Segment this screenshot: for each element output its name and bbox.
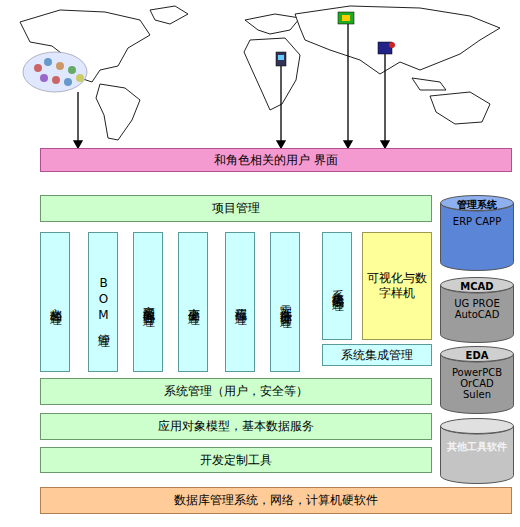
- continent: [244, 38, 300, 110]
- module-box: 系统集成管理: [322, 232, 352, 340]
- system-cylinder: 其他工具软件: [440, 418, 514, 484]
- box-label: 可视化与数字样机: [363, 271, 431, 301]
- cylinder-cap: [441, 419, 514, 434]
- cylinder-body: [441, 354, 514, 414]
- cylinder-cap: [441, 196, 514, 211]
- continent: [295, 6, 500, 74]
- cylinder-items: ERP CAPP: [451, 216, 503, 227]
- cylinder-title: 管理系统: [457, 199, 497, 210]
- module-box: 文档管理: [40, 232, 70, 372]
- continent: [150, 6, 188, 24]
- continent: [412, 78, 446, 90]
- module-box: 变更管理: [178, 232, 208, 372]
- arrows: [74, 24, 389, 148]
- cylinder-body: [441, 203, 514, 271]
- module-box: BOM管理: [88, 232, 118, 372]
- box-label: 开发定制工具: [200, 453, 272, 468]
- cylinder-cap: [441, 278, 514, 293]
- box-label: 高级配置管理: [141, 296, 156, 308]
- box-label: 零部件分类管理: [278, 295, 293, 309]
- cylinder-title: EDA: [466, 350, 489, 361]
- module-box: 零部件分类管理: [270, 232, 300, 372]
- box-label: 流程管理: [233, 298, 248, 306]
- box-label: 变更管理: [186, 298, 201, 306]
- user-crowd: [23, 52, 87, 92]
- project-band: 项目管理: [40, 195, 432, 222]
- ui-band: 和角色相关的用户 界面: [40, 148, 512, 172]
- box-label: 应用对象模型，基本数据服务: [158, 419, 314, 434]
- integration-bar: 系统集成管理: [322, 344, 432, 366]
- box-label: 文档管理: [48, 298, 63, 306]
- box-label: 数据库管理系统，网络，计算机硬软件: [174, 493, 378, 508]
- cylinder-body: [441, 285, 514, 343]
- layer-band: 应用对象模型，基本数据服务: [40, 413, 432, 440]
- box-label: BOM管理: [96, 276, 111, 328]
- module-box: 高级配置管理: [133, 232, 163, 372]
- box-label: 系统集成管理: [341, 348, 413, 363]
- base-band: 数据库管理系统，网络，计算机硬软件: [40, 487, 512, 514]
- module-box: 流程管理: [225, 232, 255, 372]
- system-cylinder: EDA PowerPCB OrCAD Sulen: [440, 346, 514, 414]
- world-map: [0, 0, 520, 150]
- box-label: 系统管理（用户，安全等）: [164, 384, 308, 399]
- cylinder-items: PowerPCB OrCAD Sulen: [451, 367, 503, 400]
- cylinder-cap: [441, 347, 514, 362]
- cylinder-items: UG PROE AutoCAD: [451, 298, 503, 320]
- system-cylinder: MCAD UG PROE AutoCAD: [440, 277, 514, 343]
- continent: [430, 92, 490, 124]
- continent: [245, 14, 300, 34]
- continent: [96, 84, 140, 140]
- layer-band: 开发定制工具: [40, 447, 432, 473]
- box-label: 项目管理: [212, 201, 260, 216]
- cylinder-body: [441, 426, 514, 484]
- user-icons: [276, 12, 395, 66]
- cylinder-title: MCAD: [460, 281, 493, 292]
- box-label: 和角色相关的用户 界面: [214, 153, 338, 168]
- box-label: 系统集成管理: [330, 280, 345, 292]
- cylinder-title: 其他工具软件: [447, 441, 507, 452]
- layer-band: 系统管理（用户，安全等）: [40, 378, 432, 405]
- visualization-box: 可视化与数字样机: [362, 232, 432, 340]
- system-cylinder: 管理系统 ERP CAPP: [440, 195, 514, 271]
